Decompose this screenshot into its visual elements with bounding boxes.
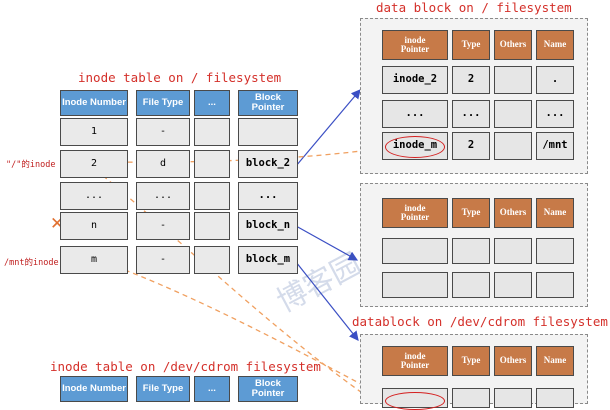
data-block-n-cell — [382, 238, 448, 264]
inode-table-cell — [194, 246, 230, 274]
inode-table-cell: ... — [60, 182, 128, 210]
cdrom-block-cell — [494, 388, 532, 408]
cdrom-entry-highlight — [385, 392, 445, 410]
dashed-m-from-cdrom — [102, 260, 373, 391]
inode-table-cell: block_n — [238, 212, 298, 240]
data-block-cell: ... — [382, 100, 448, 128]
inode-table-cell: - — [136, 246, 190, 274]
cdrom-inode-table-header: ... — [194, 376, 230, 402]
inode-m-highlight — [385, 136, 445, 158]
data-block-header: Type — [452, 30, 490, 60]
arrow-blockn-to-datablock — [295, 225, 359, 261]
inode-table-cell — [238, 118, 298, 146]
cdrom-block-cell — [452, 388, 490, 408]
data-block-n-cell — [494, 272, 532, 298]
inode-table-cell: n — [60, 212, 128, 240]
data-block-n-cell — [494, 238, 532, 264]
data-block-cell: /mnt — [536, 132, 574, 160]
inode-table-cell: block_2 — [238, 150, 298, 178]
data-block-cell: ... — [452, 100, 490, 128]
data-block-header: Others — [494, 30, 532, 60]
inode-table-cell — [194, 150, 230, 178]
title-data-block-fs: data block on / filesystem — [376, 0, 572, 15]
cdrom-inode-table-header: File Type — [136, 376, 190, 402]
root-inode-label: "/"的inode — [6, 160, 56, 170]
inode-table-header: ... — [194, 90, 230, 116]
arrow-block2-to-datablock — [295, 89, 361, 167]
title-inode-table-fs: inode table on / filesystem — [78, 70, 282, 85]
inode-table-cell — [194, 182, 230, 210]
mnt-inode-label: /mnt的inode — [4, 258, 59, 268]
data-block-cell — [494, 100, 532, 128]
inode-table-cell: block_m — [238, 246, 298, 274]
data-block-cell — [494, 66, 532, 94]
inode-table-cell: - — [136, 118, 190, 146]
data-block-n-header: Name — [536, 198, 574, 228]
cdrom-block-header: Name — [536, 346, 574, 376]
data-block-n-header: Others — [494, 198, 532, 228]
inode-table-cell: 2 — [60, 150, 128, 178]
cdrom-inode-table-header: Inode Number — [60, 376, 128, 402]
cdrom-block-cell — [536, 388, 574, 408]
inode-table-header: Inode Number — [60, 90, 128, 116]
data-block-cell: 2 — [452, 132, 490, 160]
title-inode-table-cdrom: inode table on /dev/cdrom filesystem — [50, 359, 321, 374]
data-block-cell: 2 — [452, 66, 490, 94]
cdrom-block-header: Others — [494, 346, 532, 376]
inode-table-cell — [194, 118, 230, 146]
data-block-n-cell — [536, 238, 574, 264]
data-block-n-cell — [452, 238, 490, 264]
inode-table-cell — [194, 212, 230, 240]
inode-table-cell: - — [136, 212, 190, 240]
inode-table-cell: m — [60, 246, 128, 274]
data-block-cell — [494, 132, 532, 160]
arrow-blockm-to-cdrom — [295, 261, 359, 341]
cdrom-block-header: Type — [452, 346, 490, 376]
data-block-cell: ... — [536, 100, 574, 128]
data-block-n-cell — [382, 272, 448, 298]
data-block-n-cell — [536, 272, 574, 298]
title-datablock-cdrom: datablock on /dev/cdrom filesystem — [352, 314, 608, 329]
inode-table-cell: ... — [238, 182, 298, 210]
data-block-header: Name — [536, 30, 574, 60]
inode-table-cell: 1 — [60, 118, 128, 146]
inode-table-cell: ... — [136, 182, 190, 210]
data-block-n-cell — [452, 272, 490, 298]
inode-table-header: File Type — [136, 90, 190, 116]
data-block-cell: . — [536, 66, 574, 94]
data-block-cell: inode_2 — [382, 66, 448, 94]
data-block-n-header: Type — [452, 198, 490, 228]
inode-table-cell: d — [136, 150, 190, 178]
